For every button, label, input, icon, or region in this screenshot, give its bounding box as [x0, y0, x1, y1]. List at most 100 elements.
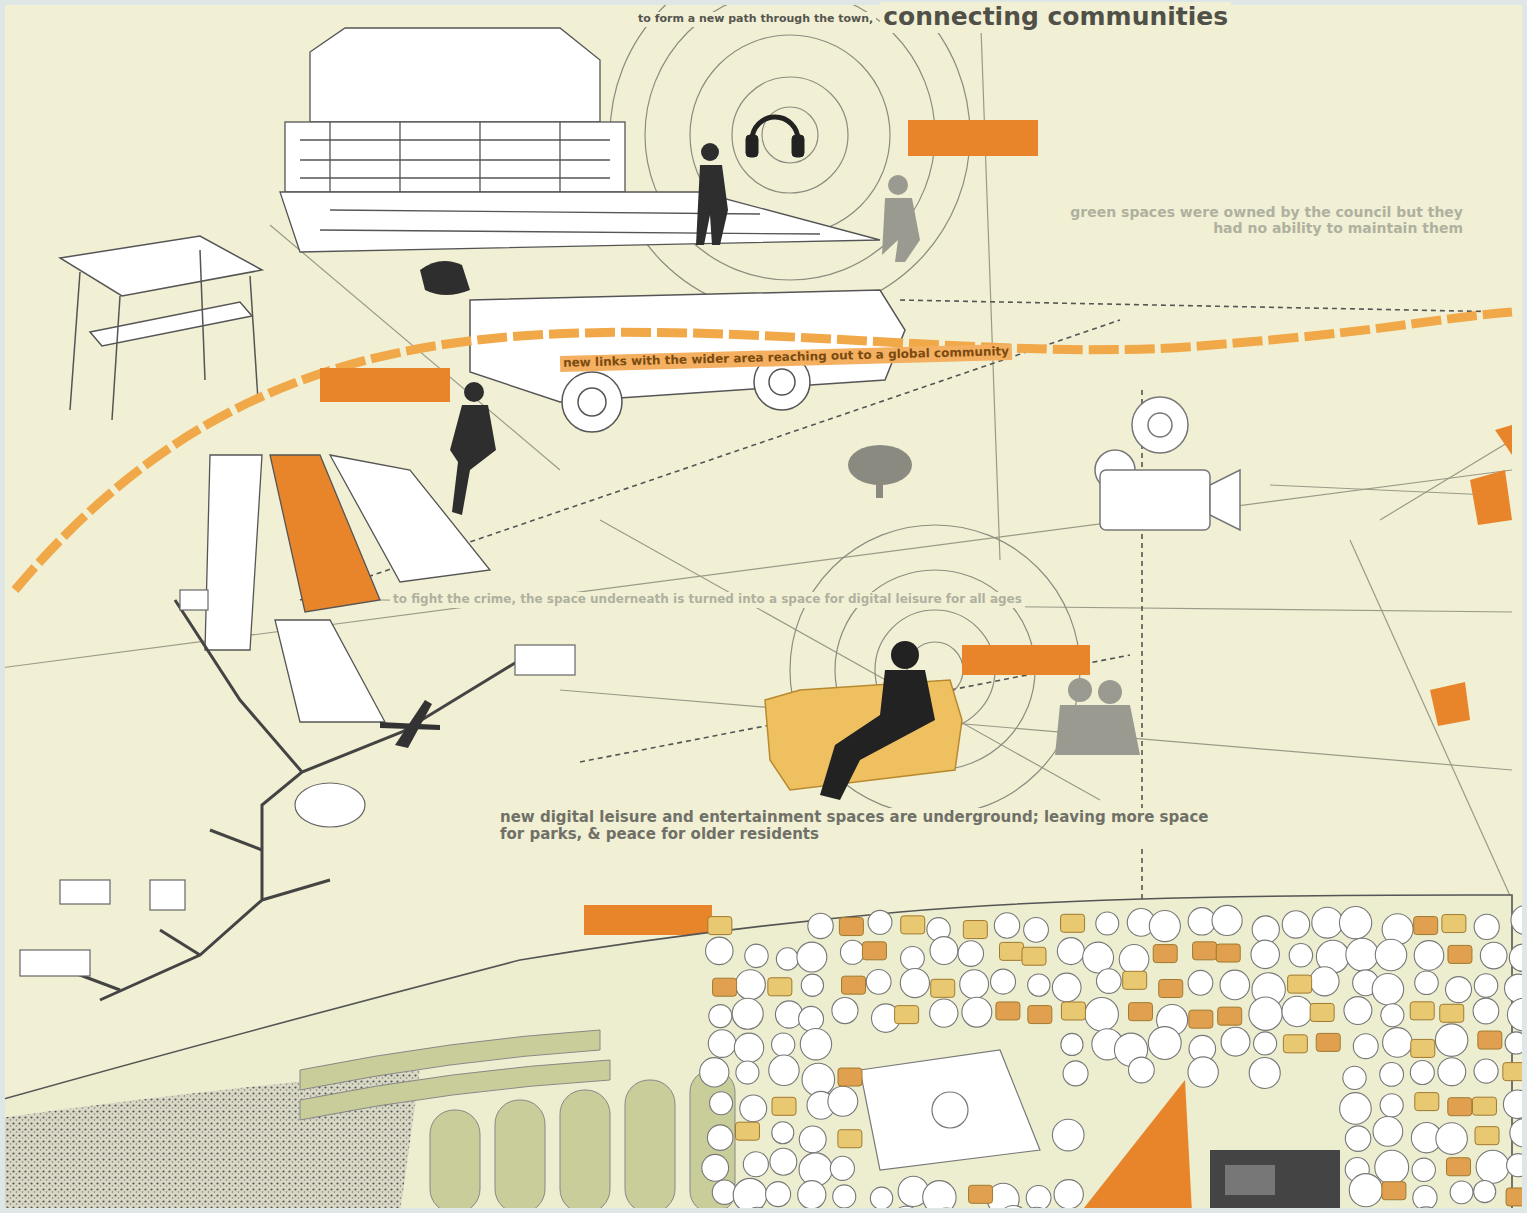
projector-icon	[1132, 397, 1188, 453]
tree-canopy	[1282, 996, 1312, 1026]
tree-canopy	[709, 1005, 732, 1028]
tree-canopy	[870, 1187, 892, 1209]
construction-line	[600, 520, 1100, 800]
building-sketch	[300, 177, 610, 178]
branch-path	[175, 600, 302, 772]
house-icon	[1448, 945, 1472, 963]
tree-canopy	[830, 1156, 854, 1180]
car-sketch	[470, 290, 905, 402]
tree-canopy	[1474, 914, 1499, 939]
house-icon	[1153, 945, 1177, 963]
tree-canopy	[1436, 1123, 1468, 1155]
person-figure	[464, 382, 484, 402]
plane-icon	[380, 722, 440, 730]
tree-canopy	[1188, 908, 1215, 935]
tree-canopy	[740, 1095, 767, 1122]
tree-canopy	[991, 969, 1016, 994]
tree-icon	[848, 445, 912, 498]
tree-canopy	[1096, 969, 1121, 994]
building-sketch	[300, 159, 610, 160]
building-sketch	[399, 122, 400, 192]
tree-canopy	[707, 1125, 733, 1151]
sofa	[891, 641, 919, 669]
building-sketch	[300, 139, 610, 140]
small-sketch	[295, 783, 365, 827]
tree-canopy	[1474, 1180, 1496, 1202]
tree-canopy	[1026, 1185, 1051, 1210]
house-icon	[999, 942, 1023, 960]
tree-canopy	[1212, 905, 1242, 935]
crop-field	[430, 1110, 480, 1213]
tree-canopy	[745, 944, 769, 968]
construction-line	[1270, 485, 1490, 495]
tree-canopy	[1057, 938, 1084, 965]
picnic-table	[200, 250, 205, 380]
construction-line	[560, 690, 1512, 770]
tree-canopy	[1345, 1126, 1371, 1152]
tree-canopy	[1373, 1117, 1403, 1147]
tree-canopy	[733, 1178, 767, 1212]
crop-field	[625, 1080, 675, 1213]
tree-canopy	[1148, 1027, 1181, 1060]
house-icon	[1448, 1098, 1472, 1116]
tree-canopy	[1119, 944, 1149, 974]
house-icon	[1159, 980, 1183, 998]
tree-canopy	[808, 913, 833, 938]
branch-path	[210, 830, 262, 850]
tree-canopy	[930, 999, 958, 1027]
house-icon	[735, 1122, 759, 1140]
tree-canopy	[743, 1152, 768, 1177]
house-icon	[708, 917, 732, 935]
branch-path	[40, 600, 520, 1000]
tree-canopy	[1188, 1057, 1218, 1087]
sports-field	[860, 1050, 1040, 1170]
tree-canopy	[1380, 1063, 1404, 1087]
tree-canopy	[1249, 1057, 1280, 1088]
tree-canopy	[1383, 1028, 1413, 1058]
tree-canopy	[833, 1185, 856, 1208]
tree-canopy	[801, 974, 823, 996]
house-icon	[1310, 1003, 1334, 1021]
construction-line	[980, 0, 1000, 560]
tree-canopy	[772, 1033, 795, 1056]
tree-canopy	[866, 969, 891, 994]
projector-icon	[1095, 397, 1240, 530]
person-figure	[882, 175, 1140, 755]
house-icon	[1061, 914, 1085, 932]
orange-tag	[320, 120, 1512, 935]
house-icon	[1414, 917, 1438, 935]
note-text: green spaces were owned by the council b…	[1040, 203, 1466, 237]
tree-canopy	[1380, 1094, 1403, 1117]
picnic-table	[60, 236, 262, 296]
tree-canopy	[706, 937, 733, 964]
house-icon	[1061, 1002, 1085, 1020]
tree-canopy	[1028, 974, 1050, 996]
tree-canopy	[1474, 974, 1497, 997]
sound-rings	[610, 0, 1080, 815]
house-icon	[1316, 1033, 1340, 1051]
house-icon	[838, 1068, 862, 1086]
photo-inset	[1225, 1165, 1275, 1195]
tree-canopy	[1438, 1058, 1466, 1086]
tree-canopy	[1474, 1059, 1498, 1083]
person-figure	[420, 143, 728, 515]
tree-canopy	[868, 910, 892, 934]
sofa	[765, 641, 962, 800]
branch-path	[262, 880, 330, 900]
tree-canopy	[1473, 998, 1499, 1024]
house-icon	[842, 976, 866, 994]
house-icon	[1478, 1031, 1502, 1049]
car-sketch	[562, 372, 622, 432]
tree-canopy	[1340, 1093, 1372, 1125]
house-icon	[1472, 1097, 1496, 1115]
picnic-table	[112, 296, 120, 420]
small-sketch	[515, 645, 575, 675]
orange-tag	[1495, 425, 1512, 455]
house-icon	[1288, 975, 1312, 993]
house-icon	[1440, 1004, 1464, 1022]
note-text: new digital leisure and entertainment sp…	[497, 808, 1233, 845]
sound-rings	[732, 77, 848, 193]
headphone-icon	[746, 135, 758, 157]
person-figure	[1068, 678, 1092, 702]
